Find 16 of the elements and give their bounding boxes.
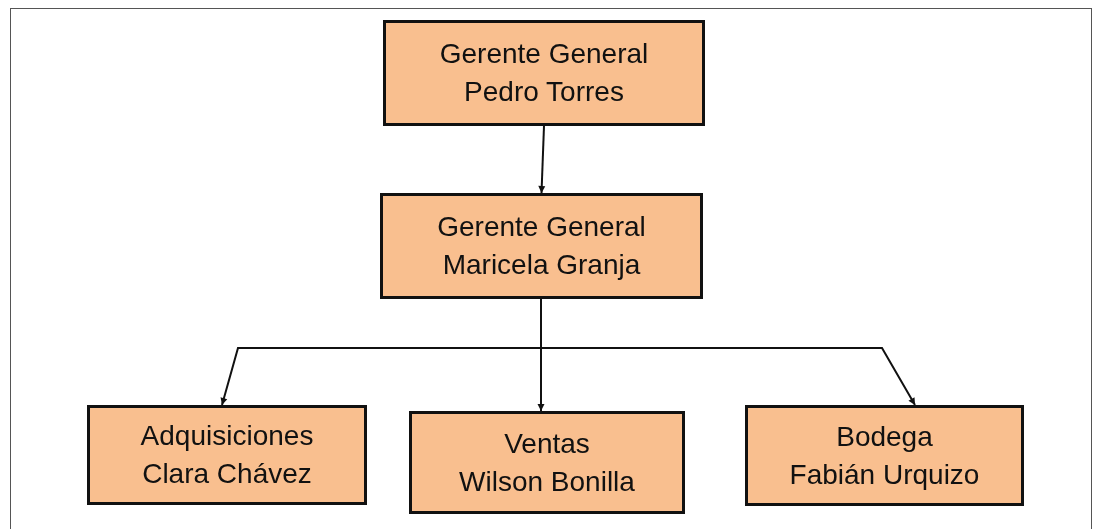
org-box — [409, 411, 685, 514]
person-name: Fabián Urquizo — [789, 457, 980, 492]
role-title: Adquisiciones — [140, 419, 314, 453]
org-box — [745, 405, 1024, 506]
role-title: Gerente General — [437, 210, 646, 244]
role-title: Ventas — [504, 426, 590, 461]
org-box — [380, 193, 703, 299]
org-box — [383, 20, 705, 126]
person-name: Maricela Granja — [442, 248, 641, 282]
role-title: Gerente General — [439, 37, 649, 71]
person-name: Pedro Torres — [464, 75, 624, 109]
org-box — [87, 405, 367, 505]
person-name: Wilson Bonilla — [459, 464, 635, 499]
role-title: Bodega — [836, 419, 933, 454]
person-name: Clara Chávez — [142, 457, 312, 491]
connector-arrow — [538, 125, 546, 194]
